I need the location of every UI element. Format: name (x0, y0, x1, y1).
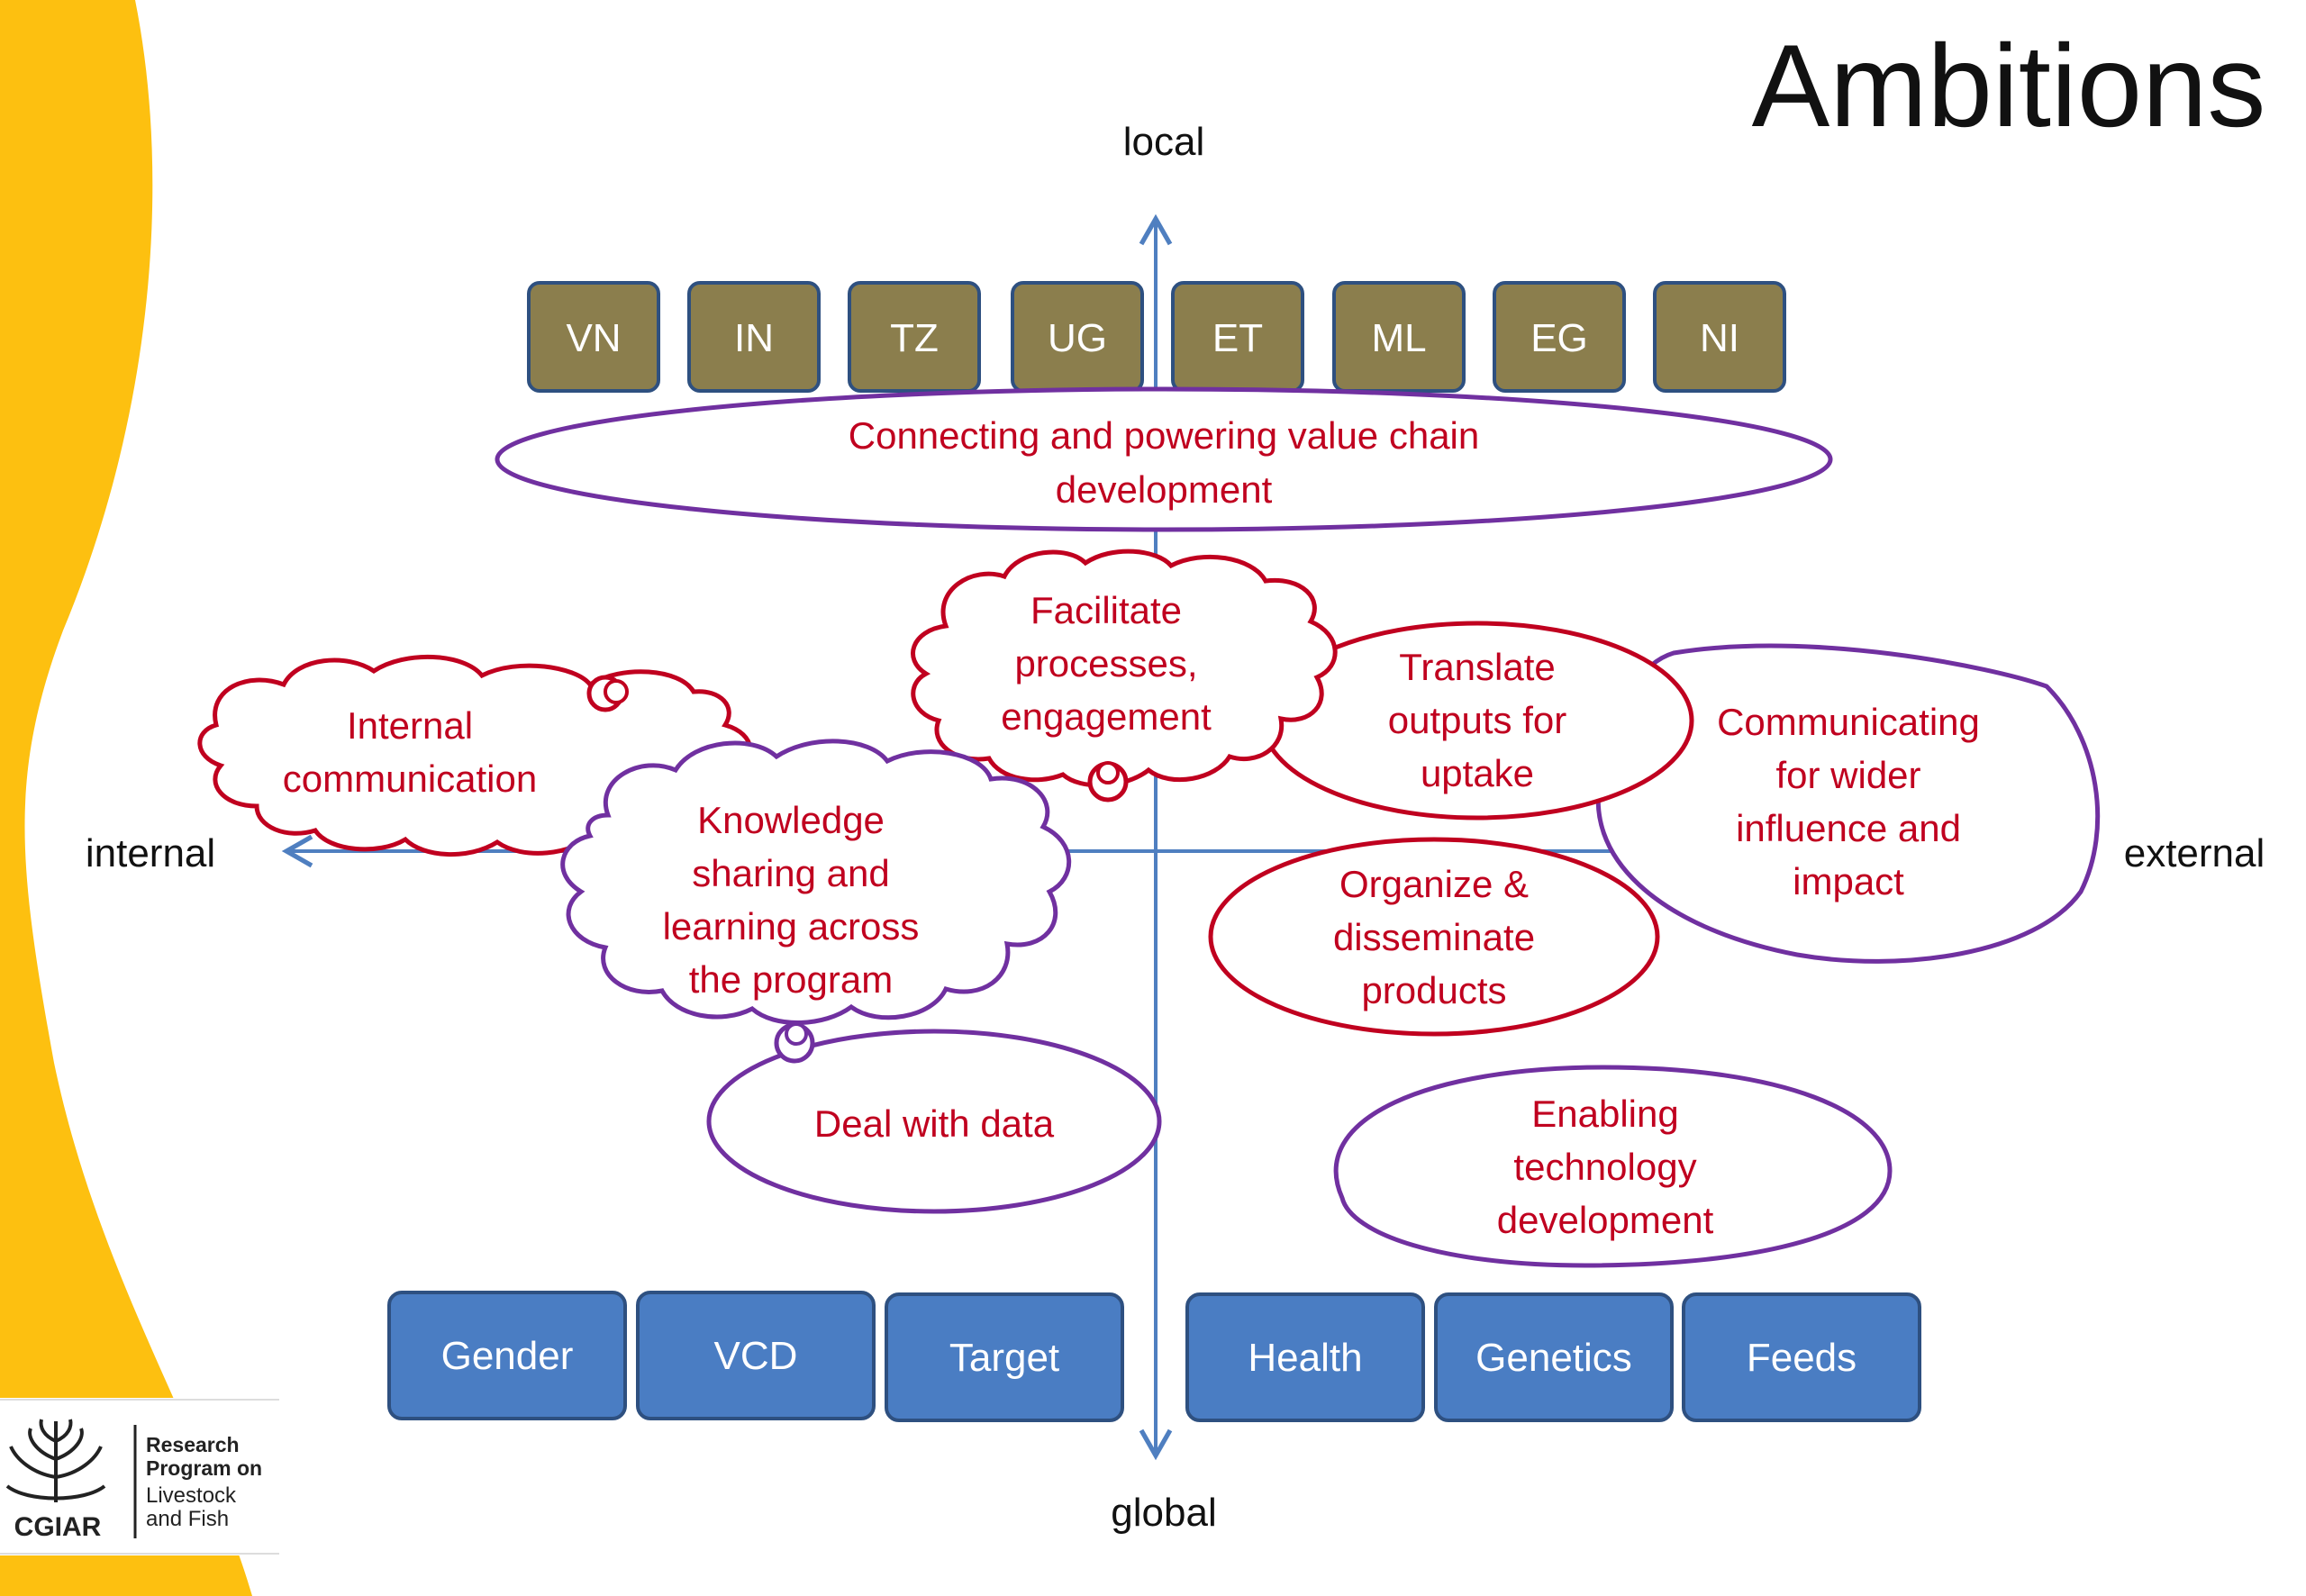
data-ellipse: Deal with data (706, 1029, 1162, 1214)
axis-label-backdrop (36, 811, 252, 883)
country-box-bg (527, 281, 660, 393)
organize-ellipse: Organize & disseminate products (1208, 837, 1660, 1037)
theme-box-gender: Gender (387, 1291, 627, 1420)
theme-box-bg (636, 1291, 876, 1420)
value-chain-line: development (1056, 468, 1273, 511)
country-box-bg (848, 281, 981, 393)
thought-bubble (604, 679, 629, 704)
country-label: UG (1048, 316, 1107, 360)
axis-label-local: local (1123, 120, 1205, 164)
theme-box-bg (387, 1291, 627, 1420)
country-box-eg: EG (1493, 281, 1626, 393)
country-label: ET (1212, 316, 1263, 360)
enabling-line: development (1497, 1199, 1714, 1241)
country-label: ML (1371, 316, 1426, 360)
thought-bubble (785, 1022, 808, 1046)
theme-box-bg (885, 1292, 1124, 1422)
country-box-tz: TZ (848, 281, 981, 393)
theme-box-target: Target (885, 1292, 1124, 1422)
axis-label-external: external (2124, 831, 2265, 875)
translate-line: Translate (1399, 646, 1556, 688)
communicating-line: for wider (1775, 754, 1920, 796)
communicating-line: impact (1793, 860, 1904, 902)
value-chain-ellipse: Connecting and powering value chain deve… (495, 386, 1833, 532)
country-label: VN (566, 316, 621, 360)
theme-box-bg (1434, 1292, 1674, 1422)
translate-line: uptake (1421, 752, 1534, 794)
communicating-ellipse: Communicating for wider influence and im… (1595, 643, 2101, 964)
organize-shape (1208, 837, 1660, 1037)
theme-label: Gender (441, 1334, 574, 1378)
theme-box-health: Health (1185, 1292, 1425, 1422)
organize-line: Organize & (1339, 863, 1529, 905)
theme-box-vcd: VCD (636, 1291, 876, 1420)
organize-line: products (1361, 969, 1506, 1011)
country-box-in: IN (687, 281, 821, 393)
knowledge-line: the program (689, 958, 893, 1001)
theme-label: Genetics (1475, 1336, 1632, 1380)
facilitate-line: engagement (1001, 695, 1212, 738)
knowledge-line: learning across (663, 905, 920, 948)
knowledge-shape (560, 739, 1072, 1025)
country-box-ug: UG (1011, 281, 1144, 393)
enabling-shape (1333, 1065, 1893, 1268)
value-chain-line: Connecting and powering value chain (849, 414, 1480, 457)
logo-line-research: Research (146, 1433, 240, 1456)
theme-box-feeds: Feeds (1682, 1292, 1921, 1422)
theme-box-bg (1682, 1292, 1921, 1422)
facilitate-shape (911, 549, 1338, 788)
wheat-emblem-icon (5, 1419, 106, 1502)
communicating-line: influence and (1736, 807, 1961, 849)
internal-communication-line: communication (283, 757, 537, 800)
page-title: Ambitions (1752, 20, 2266, 151)
country-box-bg (1653, 281, 1786, 393)
logo-line-fish: and Fish (146, 1507, 229, 1531)
theme-label: VCD (714, 1334, 798, 1378)
country-label: TZ (890, 316, 939, 360)
theme-box-bg (1185, 1292, 1425, 1422)
organize-line: disseminate (1333, 916, 1535, 958)
country-box-bg (1332, 281, 1466, 393)
thought-bubble (1096, 761, 1120, 784)
data-line: Deal with data (814, 1102, 1055, 1145)
country-label: EG (1530, 316, 1588, 360)
country-box-et: ET (1171, 281, 1304, 393)
value-chain-shape (495, 386, 1833, 532)
axis-label-global: global (1111, 1491, 1216, 1535)
knowledge-cloud: Knowledge sharing and learning across th… (560, 739, 1072, 1064)
country-box-ni: NI (1653, 281, 1786, 393)
enabling-line: Enabling (1531, 1093, 1678, 1135)
theme-box-genetics: Genetics (1434, 1292, 1674, 1422)
country-box-ml: ML (1332, 281, 1466, 393)
enabling-ellipse: Enabling technology development (1333, 1065, 1893, 1268)
decorative-yellow-band (0, 0, 252, 1596)
cgiar-logo: CGIAR Research Program on Livestock and … (0, 1398, 279, 1555)
internal-communication-line: Internal (347, 704, 473, 747)
facilitate-cloud: Facilitate processes, engagement (911, 549, 1338, 803)
knowledge-line: sharing and (692, 852, 890, 894)
enabling-line: technology (1513, 1146, 1696, 1188)
country-box-bg (1493, 281, 1626, 393)
data-shape (706, 1029, 1162, 1214)
knowledge-line: Knowledge (697, 799, 885, 841)
country-label: NI (1700, 316, 1739, 360)
logo-line-program: Program on (146, 1456, 262, 1480)
axis-label-internal: internal (86, 831, 215, 875)
translate-line: outputs for (1388, 699, 1566, 741)
theme-label: Target (949, 1336, 1059, 1380)
country-box-vn: VN (527, 281, 660, 393)
facilitate-line: processes, (1014, 642, 1197, 685)
theme-label: Health (1248, 1336, 1362, 1380)
country-box-bg (687, 281, 821, 393)
communicating-line: Communicating (1717, 701, 1980, 743)
facilitate-line: Facilitate (1030, 589, 1182, 631)
logo-acronym: CGIAR (14, 1512, 102, 1542)
logo-line-livestock: Livestock (146, 1483, 237, 1508)
theme-label: Feeds (1747, 1336, 1857, 1380)
country-label: IN (734, 316, 774, 360)
